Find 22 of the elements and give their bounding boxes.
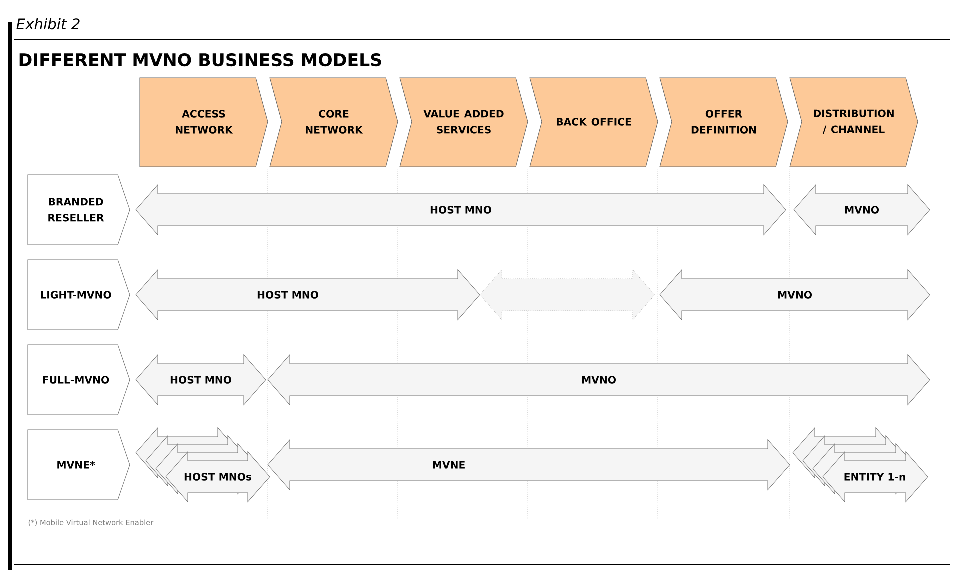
span-band: HOST MNO: [136, 354, 266, 406]
span-band: MVNE: [268, 439, 790, 491]
row-label-box: MVNE*: [28, 430, 130, 500]
span-band: MVNO: [794, 184, 930, 236]
row-label-box: LIGHT-MVNO: [28, 260, 130, 330]
span-band: HOST MNO: [136, 184, 786, 236]
chevron-box: VALUE ADDED SERVICES: [400, 78, 528, 168]
row-label-box: FULL-MVNO: [28, 344, 130, 416]
row-label-box: BRANDED RESELLER: [28, 174, 130, 246]
span-band: MVNO: [268, 354, 930, 406]
chevron-box: OFFER DEFINITION: [660, 78, 788, 168]
span-band: MVNO: [660, 269, 930, 321]
chevron-box: DISTRIBUTION / CHANNEL: [790, 78, 918, 168]
span-band: HOST MNO: [136, 269, 480, 321]
dotted-span-band: [480, 269, 656, 321]
stacked-span-bands: ENTITY 1-n: [792, 427, 928, 503]
chevron-box: CORE NETWORK: [270, 78, 398, 168]
title: DIFFERENT MVNO BUSINESS MODELS: [20, 53, 382, 67]
chevron-box: ACCESS NETWORK: [140, 78, 268, 168]
chevron-box: BACK OFFICE: [530, 78, 658, 168]
exhibit-label: Exhibit 2: [16, 18, 80, 30]
stacked-span-bands: HOST MNOs: [136, 427, 270, 503]
